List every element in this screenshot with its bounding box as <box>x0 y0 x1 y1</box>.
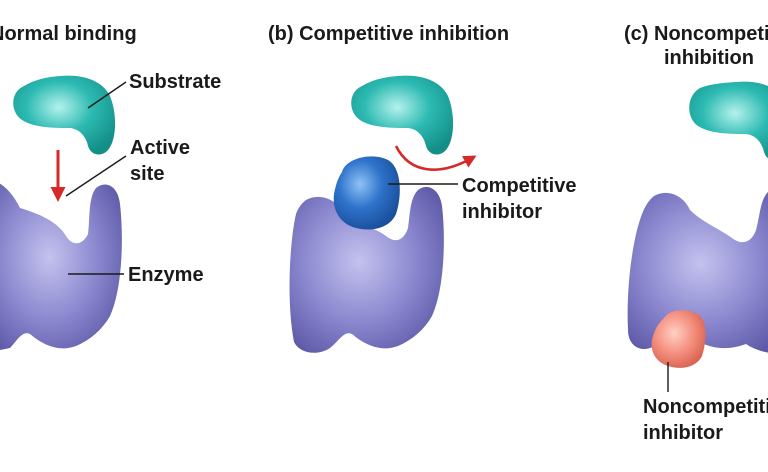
substrate-shape-b <box>351 75 454 155</box>
active-site-label-line2: site <box>130 163 164 185</box>
panel-c-title-line2: inhibition <box>664 47 754 69</box>
substrate-leader <box>87 81 127 109</box>
substrate-label: Substrate <box>129 71 221 93</box>
panel-b-competitive-inhibition: (b) Competitive inhibition Competitive i… <box>268 23 576 353</box>
panel-a-title: (a) Normal binding <box>0 23 137 45</box>
enzyme-shape-a <box>0 183 122 350</box>
active-site-label-line1: Active <box>130 137 190 159</box>
panel-a-normal-binding: (a) Normal binding Substrate Active site… <box>0 23 221 350</box>
active-site-leader <box>65 155 127 197</box>
substrate-shape-c <box>689 81 768 159</box>
panel-b-title: (b) Competitive inhibition <box>268 23 509 45</box>
competitive-inhibitor-shape <box>333 156 400 230</box>
enzyme-shape-b <box>289 186 444 353</box>
noncompetitive-inhibitor-shape <box>651 310 706 368</box>
noncompetitive-inhibitor-label-line1: Noncompetitive <box>643 396 768 418</box>
noncompetitive-inhibitor-label-line2: inhibitor <box>643 422 723 444</box>
rejection-arrow <box>394 145 477 171</box>
panel-c-title-line1: (c) Noncompetitive <box>624 23 768 45</box>
panel-c-noncompetitive-inhibition: (c) Noncompetitive inhibition Noncompeti… <box>624 23 768 444</box>
competitive-inhibitor-label-line1: Competitive <box>462 175 576 197</box>
substrate-shape-a <box>13 75 116 155</box>
enzyme-label: Enzyme <box>128 264 204 286</box>
enzyme-shape-c <box>627 192 768 353</box>
competitive-inhibitor-label-line2: inhibitor <box>462 201 542 223</box>
